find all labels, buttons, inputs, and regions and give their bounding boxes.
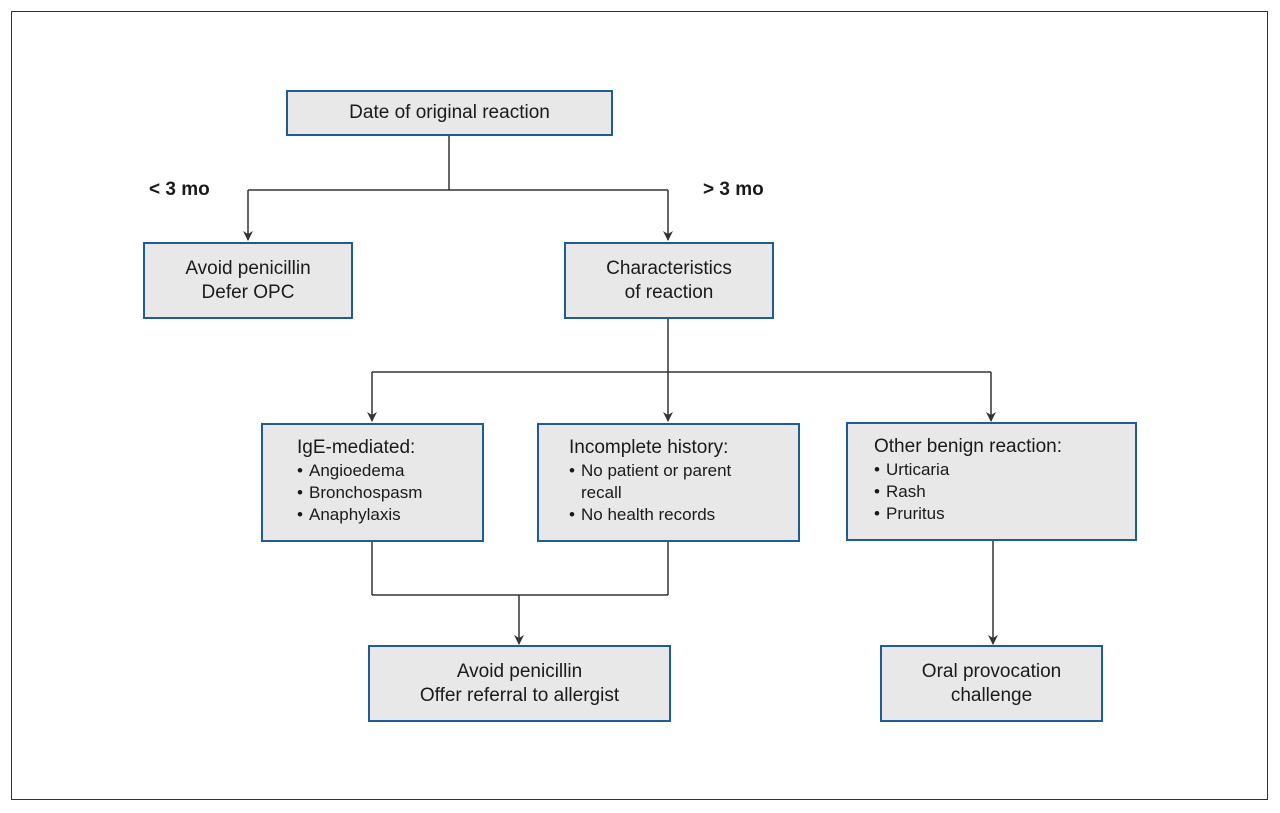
node-heading: IgE-mediated: (297, 437, 416, 458)
list-item-continuation: recall (581, 483, 622, 502)
node-label: Date of original reaction (349, 102, 550, 123)
node-line-1: Characteristics (606, 257, 732, 279)
history-list: No patient or parent recall No health re… (569, 460, 798, 526)
list-item: Urticaria (874, 459, 1135, 481)
list-item: Angioedema (297, 460, 482, 482)
node-heading: Other benign reaction: (874, 436, 1063, 457)
node-line-2: of reaction (624, 281, 714, 303)
symptom-list: Urticaria Rash Pruritus (874, 459, 1135, 525)
node-avoid-penicillin-defer-opc: Avoid penicillin Defer OPC (143, 242, 353, 319)
node-line-2: Defer OPC (201, 281, 295, 303)
branch-label-less-than-3mo: < 3 mo (149, 179, 210, 200)
list-item: Anaphylaxis (297, 504, 482, 526)
list-item: Pruritus (874, 503, 1135, 525)
node-line-2: challenge (950, 684, 1033, 706)
branch-label-greater-than-3mo: > 3 mo (703, 179, 764, 200)
node-date-of-original-reaction: Date of original reaction (286, 90, 613, 136)
node-ige-mediated: IgE-mediated: Angioedema Bronchospasm An… (261, 423, 484, 542)
list-item: No health records (569, 504, 798, 526)
node-line-1: Avoid penicillin (185, 257, 311, 279)
list-item: Rash (874, 481, 1135, 503)
node-characteristics-of-reaction: Characteristics of reaction (564, 242, 774, 319)
node-line-1: Avoid penicillin (456, 660, 583, 682)
symptom-list: Angioedema Bronchospasm Anaphylaxis (297, 460, 482, 526)
node-heading: Incomplete history: (569, 437, 729, 458)
node-other-benign-reaction: Other benign reaction: Urticaria Rash Pr… (846, 422, 1137, 541)
node-avoid-penicillin-offer-referral: Avoid penicillin Offer referral to aller… (368, 645, 671, 722)
node-incomplete-history: Incomplete history: No patient or parent… (537, 423, 800, 542)
list-item: No patient or parent (569, 460, 798, 482)
node-line-1: Oral provocation (921, 660, 1062, 682)
list-item: Bronchospasm (297, 482, 482, 504)
node-line-2: Offer referral to allergist (419, 684, 620, 706)
node-oral-provocation-challenge: Oral provocation challenge (880, 645, 1103, 722)
figure-frame (11, 11, 1268, 800)
